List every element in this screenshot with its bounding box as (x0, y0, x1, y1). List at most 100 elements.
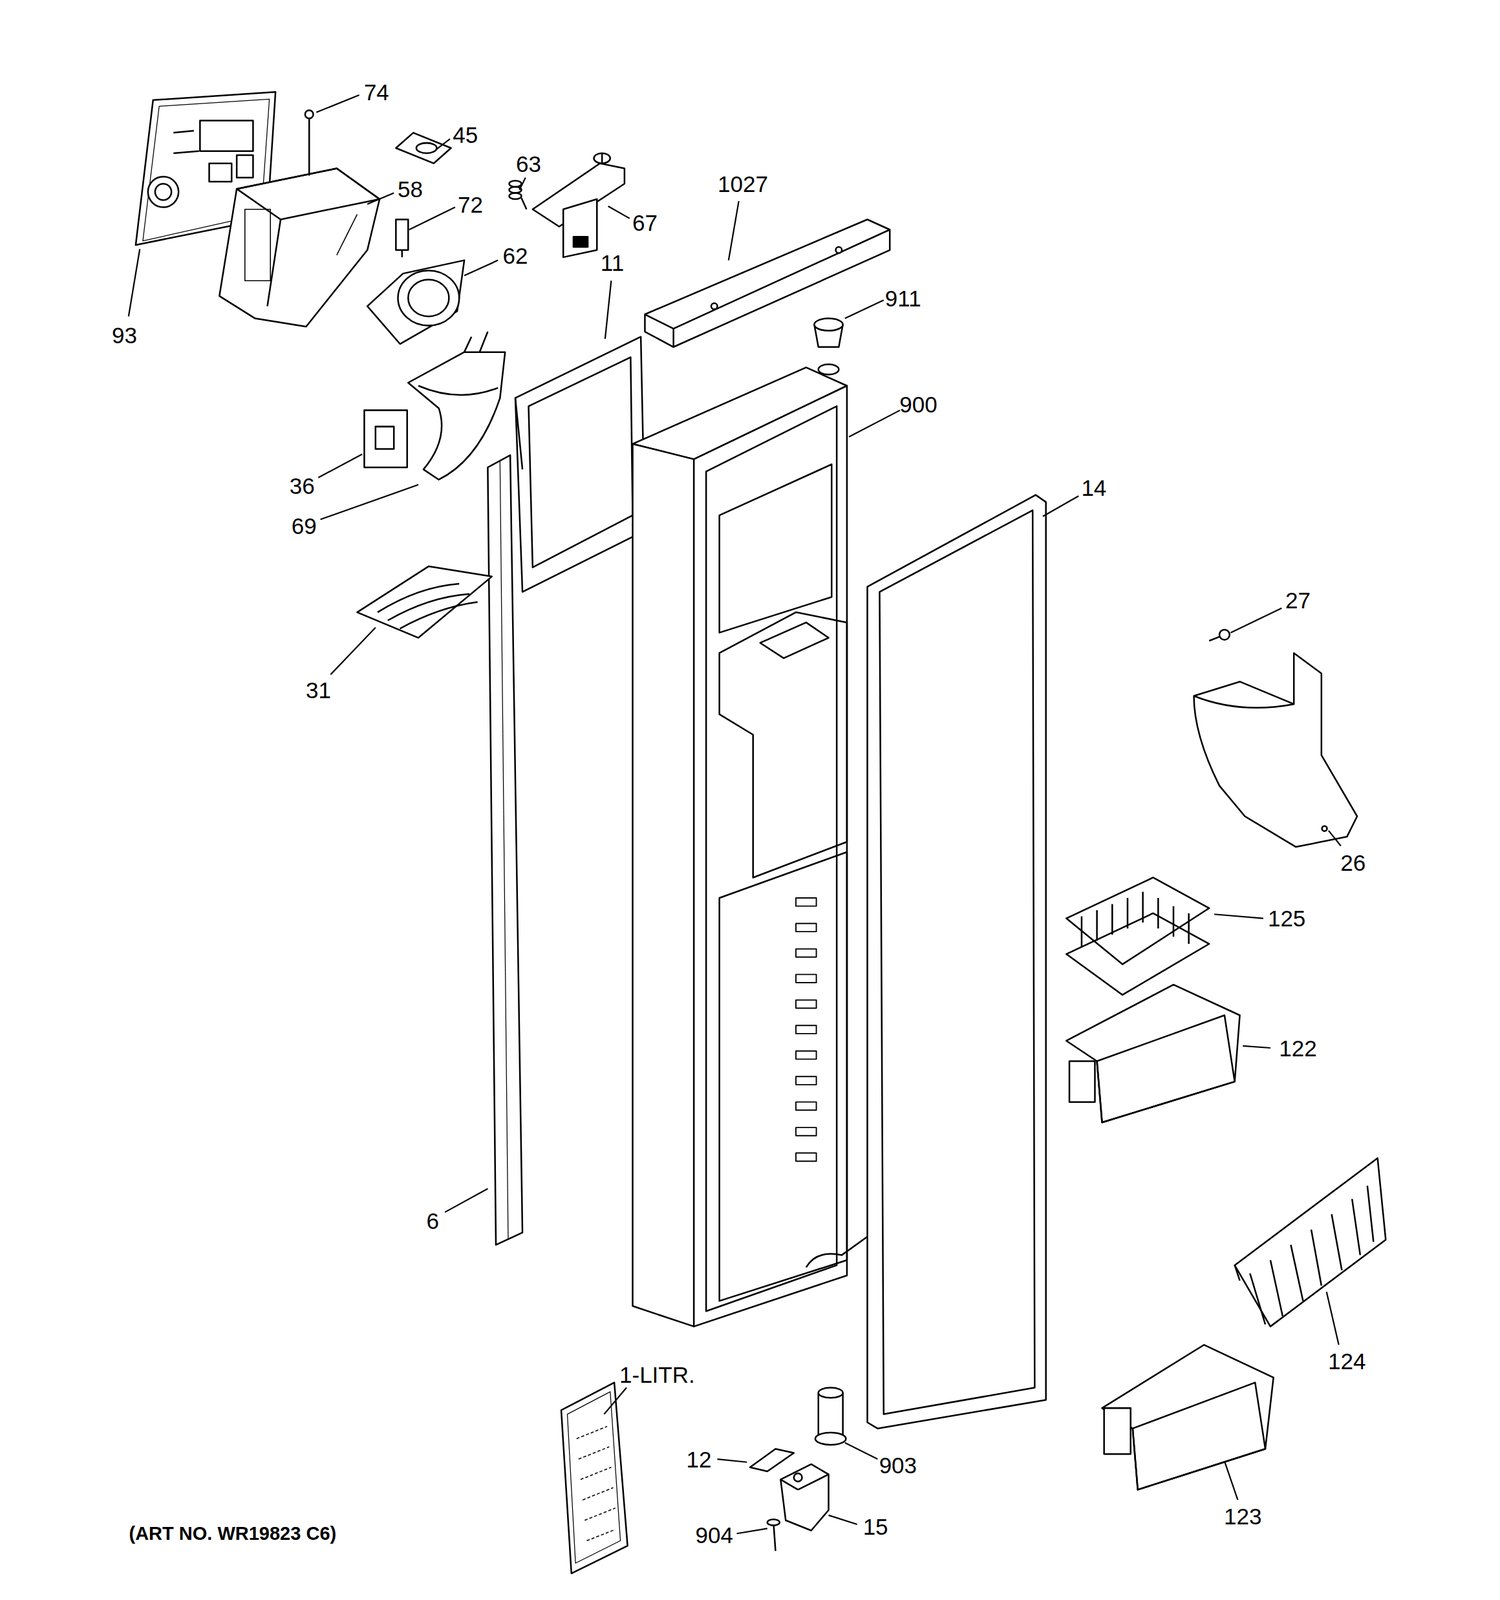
part-outline (509, 181, 522, 187)
part-outline (845, 300, 884, 319)
callout-number: 36 (289, 474, 315, 498)
part-outline (672, 328, 675, 347)
part-outline (1194, 653, 1358, 847)
part-outline (1322, 826, 1328, 832)
part-outline (711, 303, 718, 310)
part-outline (601, 153, 604, 164)
callout-number: 72 (457, 192, 483, 216)
callout-number: 125 (1267, 907, 1306, 930)
part-outline (1132, 1382, 1266, 1491)
part-outline (806, 1236, 868, 1268)
part-outline (521, 197, 527, 209)
screw-lower (767, 1519, 780, 1552)
part-outline (499, 461, 509, 1240)
freezer-door (632, 364, 868, 1327)
callout-number: 62 (503, 243, 529, 267)
part-outline (1219, 629, 1230, 641)
screw (1209, 629, 1230, 641)
part-outline (1249, 1185, 1374, 1325)
switch (395, 219, 408, 257)
callout-number: 911 (885, 286, 922, 310)
part-outline (236, 168, 380, 220)
part-outline (576, 1426, 616, 1542)
part-outline (608, 206, 630, 219)
part-outline (173, 130, 194, 133)
callout-number: 74 (364, 80, 390, 104)
spring-wire (305, 110, 314, 176)
part-outline (519, 177, 525, 191)
part-outline (245, 209, 271, 281)
part-outline (673, 229, 891, 329)
callout-number: 45 (452, 123, 478, 147)
callout-number: 31 (305, 678, 332, 701)
callout-number: 124 (1328, 1350, 1366, 1373)
part-outline (1069, 1061, 1095, 1103)
part-outline (818, 1392, 844, 1437)
part-outline (367, 192, 394, 204)
part-outline (316, 95, 359, 113)
hinge-pin (815, 1388, 846, 1446)
part-outline (364, 410, 407, 468)
ice-chute (407, 331, 505, 480)
part-outline (567, 1392, 621, 1564)
part-outline (267, 219, 281, 306)
part-outline (1234, 1265, 1241, 1281)
coil-spring (509, 181, 527, 210)
part-outline (632, 444, 695, 1327)
wire-basket (1066, 877, 1210, 995)
part-outline (528, 357, 633, 568)
part-outline (515, 398, 523, 470)
part-outline (398, 270, 460, 326)
part-outline (487, 455, 523, 1246)
callout-number: 58 (397, 177, 423, 200)
part-outline (128, 248, 140, 317)
part-outline (795, 898, 817, 1162)
callout-number: 12 (686, 1447, 712, 1471)
part-outline (1214, 914, 1264, 919)
part-outline (828, 1515, 858, 1525)
part-outline (407, 352, 505, 480)
part-outline (308, 116, 311, 176)
motor-ring (367, 260, 465, 344)
wire-basket-lower (1234, 1157, 1387, 1327)
door-top-trim (644, 219, 890, 347)
part-outline (375, 426, 394, 450)
callout-number: 15 (863, 1515, 889, 1539)
part-outline (444, 1189, 488, 1213)
part-outline (603, 1388, 627, 1415)
part-outline (464, 336, 472, 353)
part-outline (750, 1448, 794, 1472)
part-outline (719, 464, 833, 633)
part-outline (330, 627, 375, 675)
part-outline (377, 583, 478, 629)
part-outline (318, 453, 363, 478)
part-outline (644, 314, 674, 329)
part-outline (728, 201, 740, 261)
part-outline (219, 168, 380, 328)
part-outline (1242, 1046, 1271, 1049)
ice-bucket-guide (1194, 653, 1358, 847)
callout-number: 904 (695, 1523, 734, 1546)
bracket (364, 410, 407, 468)
part-outline (693, 385, 847, 1327)
part-outline (818, 364, 840, 375)
bushing (814, 318, 843, 348)
part-outline (563, 199, 597, 258)
part-outline (1104, 1408, 1131, 1455)
part-outline (1101, 1344, 1274, 1490)
part-outline (835, 246, 842, 253)
part-outline (719, 852, 847, 1301)
callout-number: 11 (600, 250, 624, 274)
part-outline (1194, 696, 1295, 708)
hinge-shim (750, 1448, 794, 1472)
callout-number: 1-LITR. (619, 1362, 696, 1386)
part-outline (236, 155, 253, 178)
leader-lines (128, 95, 1341, 1534)
part-outline (795, 898, 817, 1162)
part-outline (561, 1382, 628, 1574)
part-outline (1066, 984, 1240, 1123)
callout-number: 26 (1340, 850, 1366, 874)
dispenser-housing (219, 168, 380, 328)
part-outline (815, 1432, 846, 1446)
